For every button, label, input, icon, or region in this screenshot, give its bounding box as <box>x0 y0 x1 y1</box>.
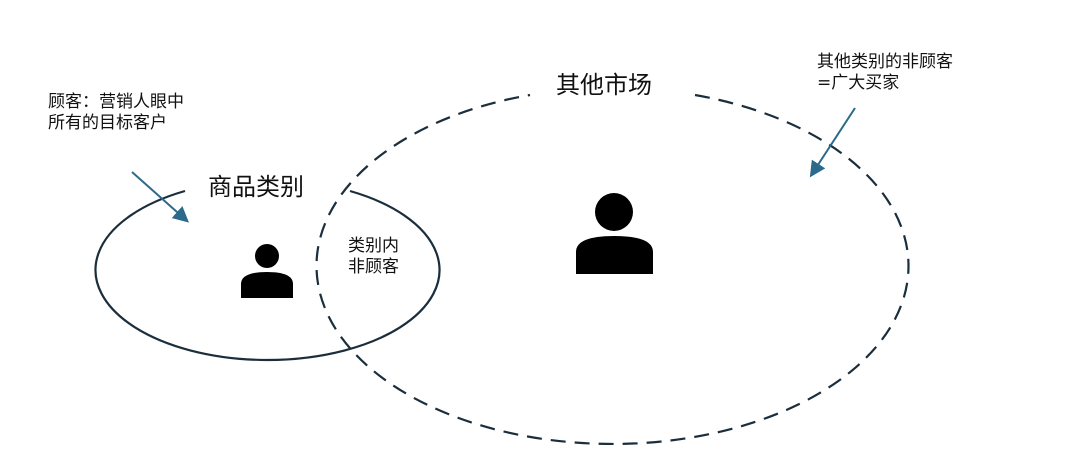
category-ellipse <box>94 189 441 362</box>
category-label: 商品类别 <box>208 173 304 201</box>
in-category-non-customers-label: 类别内 非顾客 <box>348 236 399 279</box>
person-icon-large <box>576 193 653 274</box>
label-line: 非顾客 <box>348 257 399 278</box>
other-market-ellipse <box>315 93 910 445</box>
customers-note-line: 所有的目标客户 <box>48 113 167 134</box>
person-icon-small <box>241 244 293 298</box>
customers-note: 顾客：营销人眼中 所有的目标客户 <box>48 92 184 135</box>
customers-arrow <box>131 171 189 223</box>
non-customers-note-line: 其他类别的非顾客 <box>817 52 953 72</box>
non-customers-note: 其他类别的非顾客 =广大买家 <box>817 52 953 95</box>
label-line: 类别内 <box>348 236 399 256</box>
customers-note-line: 顾客：营销人眼中 <box>48 92 184 112</box>
other-market-label: 其他市场 <box>556 71 652 99</box>
non-customers-arrow <box>809 107 856 178</box>
non-customers-note-line: =广大买家 <box>817 73 900 94</box>
